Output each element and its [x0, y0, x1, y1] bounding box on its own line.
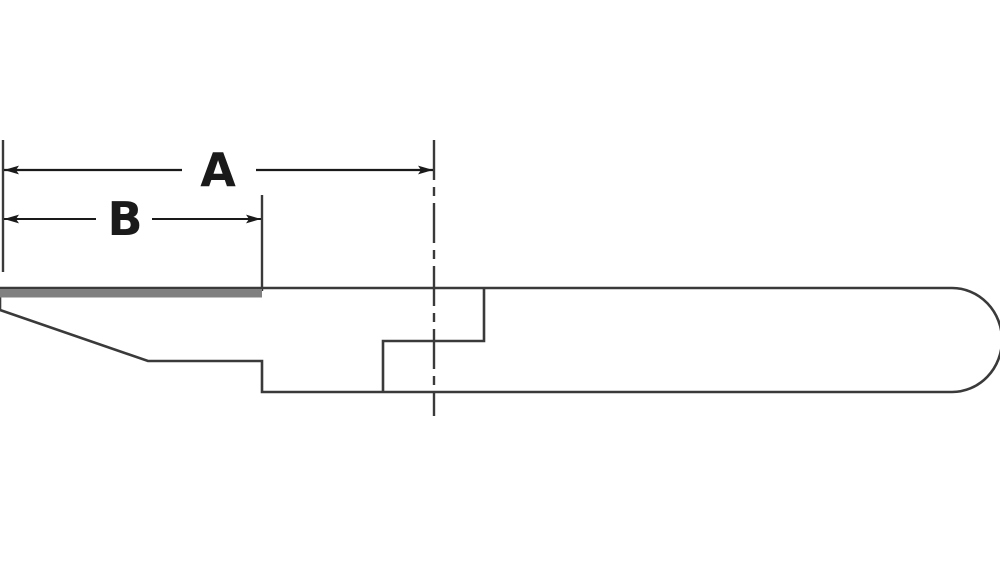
extension-lines-group — [1, 140, 264, 291]
knife-outer-outline — [0, 286, 1000, 394]
tang-highlight-band — [0, 289, 262, 298]
dimension-b-label: B — [107, 192, 142, 246]
dimension-a-label: A — [200, 143, 236, 197]
knife-profile-group — [0, 286, 1000, 394]
bolster-step-outline — [381, 288, 486, 392]
dimension-a-group: A — [4, 143, 433, 197]
dimension-b-group: B — [4, 192, 261, 246]
